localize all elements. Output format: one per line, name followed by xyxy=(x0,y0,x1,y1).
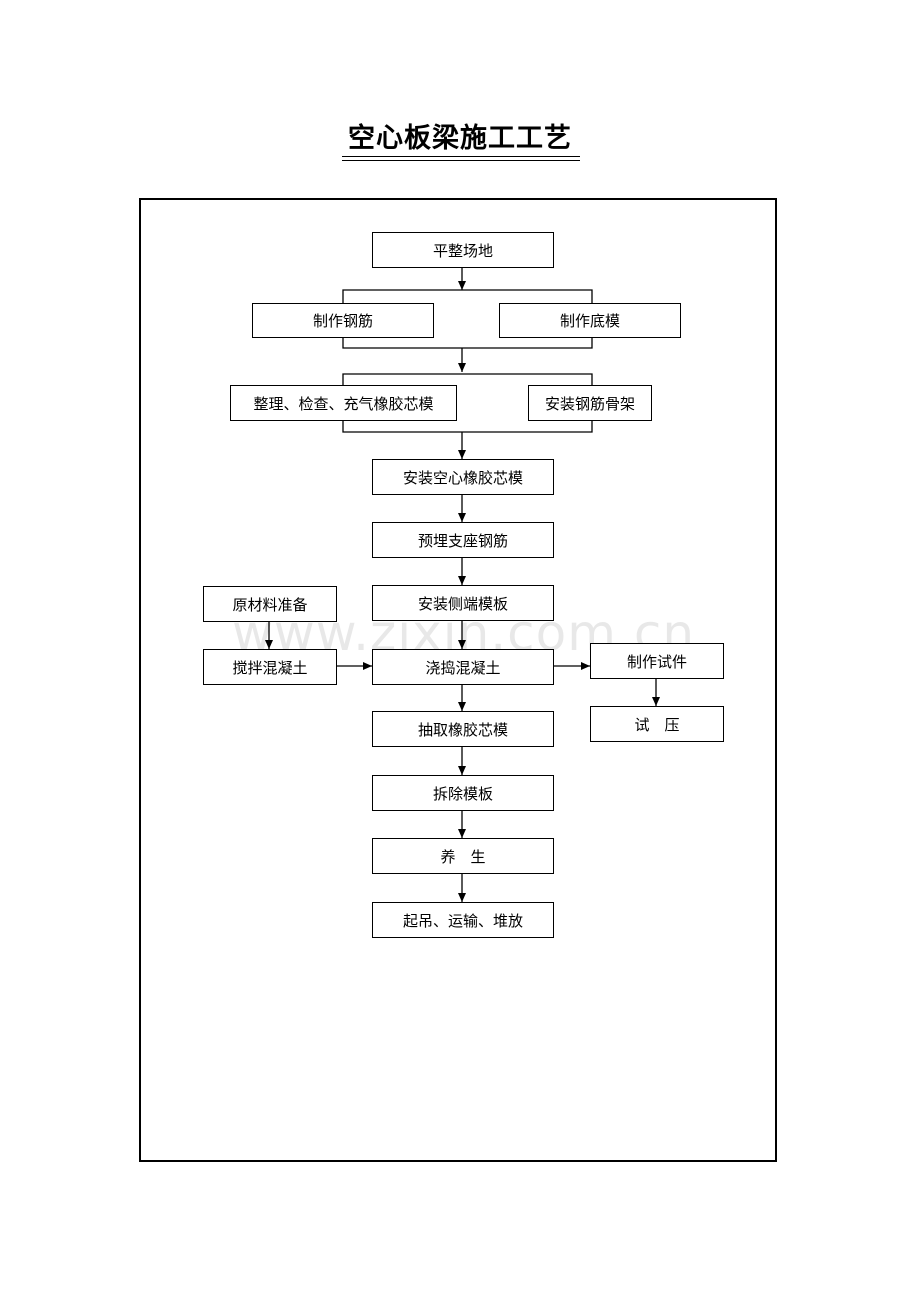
step-pour-concrete: 浇捣混凝土 xyxy=(372,649,554,685)
step-make-rebar: 制作钢筋 xyxy=(252,303,434,338)
title-underline-top xyxy=(342,156,580,157)
step-make-test-specimen: 制作试件 xyxy=(590,643,724,679)
step-extract-rubber-core: 抽取橡胶芯模 xyxy=(372,711,554,747)
bracket-top-2 xyxy=(342,373,593,385)
step-install-rebar-cage: 安装钢筋骨架 xyxy=(528,385,652,421)
step-raw-material-prep: 原材料准备 xyxy=(203,586,337,622)
step-remove-forms: 拆除模板 xyxy=(372,775,554,811)
step-embed-bearing-rebar: 预埋支座钢筋 xyxy=(372,522,554,558)
page-title: 空心板梁施工工艺 xyxy=(348,123,572,154)
step-curing: 养 生 xyxy=(372,838,554,874)
bracket-top-1 xyxy=(342,289,593,303)
step-install-side-forms: 安装侧端模板 xyxy=(372,585,554,621)
diagram-frame xyxy=(139,198,777,1162)
step-pressure-test: 试 压 xyxy=(590,706,724,742)
step-mix-concrete: 搅拌混凝土 xyxy=(203,649,337,685)
step-level-site: 平整场地 xyxy=(372,232,554,268)
step-make-bottom-form: 制作底模 xyxy=(499,303,681,338)
bracket-bottom-1 xyxy=(342,337,593,349)
step-prepare-rubber-core: 整理、检查、充气橡胶芯模 xyxy=(230,385,457,421)
step-lift-transport-stack: 起吊、运输、堆放 xyxy=(372,902,554,938)
title-underline-bottom xyxy=(342,160,580,161)
step-install-hollow-core: 安装空心橡胶芯模 xyxy=(372,459,554,495)
bracket-bottom-2 xyxy=(342,420,593,433)
